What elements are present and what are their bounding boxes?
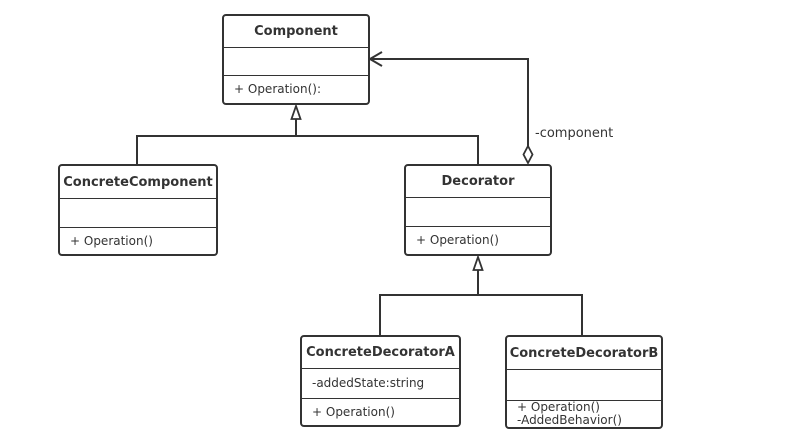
operation: + Operation(): [416, 233, 499, 247]
attributes-compartment: [507, 370, 661, 401]
operation: + Operation(): [517, 400, 600, 414]
class-name: ConcreteDecoratorA: [302, 337, 459, 369]
aggregation-label: -component: [535, 126, 614, 141]
operations-compartment: + Operation():: [224, 76, 368, 103]
operation: + Operation():: [234, 82, 321, 96]
generalization-line-concrete-decorator-b: [478, 294, 583, 336]
class-name: ConcreteDecoratorB: [507, 337, 661, 370]
class-concrete-decorator-b[interactable]: ConcreteDecoratorB + Operation() -AddedB…: [505, 335, 663, 429]
class-decorator[interactable]: Decorator + Operation(): [404, 164, 552, 256]
operation: + Operation(): [312, 404, 395, 419]
generalization-line-concrete-decorator-a: [379, 294, 478, 336]
class-name: Decorator: [406, 166, 550, 198]
attributes-compartment: [60, 199, 216, 228]
attributes-compartment: [224, 48, 368, 76]
class-concrete-component[interactable]: ConcreteComponent + Operation(): [58, 164, 218, 256]
operations-compartment: + Operation(): [60, 228, 216, 254]
attributes-compartment: [406, 198, 550, 227]
class-component[interactable]: Component + Operation():: [222, 14, 370, 105]
operations-compartment: + Operation(): [406, 227, 550, 254]
class-name: Component: [224, 16, 368, 48]
operation: + Operation(): [70, 233, 153, 248]
association-open-arrowhead: [368, 51, 383, 67]
class-name: ConcreteComponent: [60, 166, 216, 199]
aggregation-line: [372, 58, 529, 147]
class-concrete-decorator-a[interactable]: ConcreteDecoratorA -addedState:string + …: [300, 335, 461, 427]
attributes-compartment: -addedState:string: [302, 369, 459, 399]
operations-compartment: + Operation(): [302, 399, 459, 425]
generalization-line-concrete-component: [136, 135, 296, 165]
aggregation-diamond: [522, 144, 534, 165]
generalization-line-decorator: [296, 135, 479, 165]
operation: -AddedBehavior(): [517, 413, 622, 427]
generalization-arrowhead-component: [290, 103, 302, 120]
generalization-arrowhead-decorator: [472, 254, 484, 271]
attribute: -addedState:string: [312, 376, 425, 390]
operations-compartment: + Operation() -AddedBehavior(): [507, 401, 661, 427]
